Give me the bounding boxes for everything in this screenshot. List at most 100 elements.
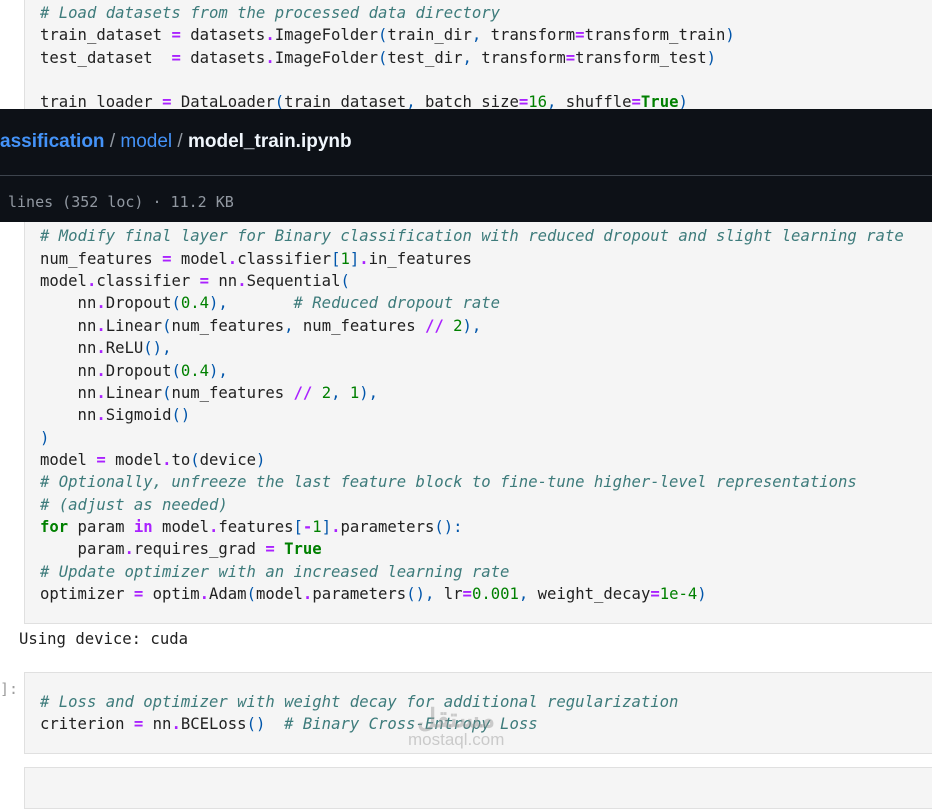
breadcrumb-repo-link[interactable]: assification [0,131,105,152]
code-comment: # Update optimizer with an increased lea… [40,562,510,581]
cell-output: Using device: cuda [19,630,188,648]
code-text: train_loader [40,93,163,112]
code-operator: . [86,272,97,291]
code-text: model [40,272,87,291]
code-text [340,384,349,402]
code-text: nn [40,361,97,380]
code-text: features [218,517,294,536]
code-text: Adam [209,584,247,603]
code-number: 2 [453,316,463,335]
code-text: shuffle [556,93,632,112]
code-text: BCELoss [180,715,247,734]
header-divider [0,175,932,176]
code-text: nn [40,339,97,358]
code-punctuation: ( [274,93,285,112]
code-operator: = [133,584,144,603]
code-punctuation: ), [209,294,228,313]
code-text: nn [40,406,97,425]
code-keyword: for [40,517,69,536]
code-line [40,69,904,91]
code-punctuation: ( [162,383,172,402]
code-line: num_features = model.classifier[1].in_fe… [40,248,904,270]
code-text: lr [434,584,463,603]
code-text: batch_size [415,93,519,112]
code-line: # Update optimizer with an increased lea… [40,561,904,583]
breadcrumb-separator: / [172,131,188,152]
code-text: Sequential [246,272,341,291]
code-operator: = [565,48,576,67]
code-text: classifier [96,272,200,291]
code-punctuation: ), [359,383,379,402]
code-text: Dropout [105,294,172,313]
code-cell-model-setup[interactable]: # Load datasets from the processed data … [24,0,932,624]
code-punctuation: ( [378,48,388,67]
code-text: param [68,517,134,536]
code-operator: = [199,272,210,291]
code-text: ImageFolder [274,26,378,45]
code-punctuation: ( [171,361,181,380]
code-text [265,715,284,733]
code-punctuation: , [547,93,557,112]
code-text: Linear [105,316,163,335]
code-punctuation: , [406,93,416,112]
code-punctuation: ( [246,584,256,603]
file-header: assification / model / model_train.ipynb… [0,109,932,222]
code-punctuation: , [331,383,341,402]
code-text: transform [481,26,576,45]
code-text: model [105,450,163,469]
code-comment: # Binary Cross-Entropy Loss [284,715,538,734]
code-comment: # Modify final layer for Binary classifi… [40,227,904,246]
code-number: 1 [312,517,322,536]
code-text: train_dir [387,26,472,45]
code-line: train_dataset = datasets.ImageFolder(tra… [40,24,904,46]
code-operator: . [237,272,247,291]
code-text: train_dataset [40,26,172,45]
code-comment: # (adjust as needed) [40,495,228,514]
code-text: weight_decay [528,584,651,603]
code-punctuation: (): [434,517,463,536]
code-operator: = [96,450,106,469]
code-punctuation: ( [171,294,181,313]
code-text: model [40,450,97,469]
code-text: optimizer [40,584,134,603]
code-text: transform_train [584,26,726,45]
code-punctuation: ] [321,517,332,536]
code-line: nn.Linear(num_features, num_features // … [40,315,904,337]
code-text: ReLU [105,339,144,358]
code-text: nn [209,272,238,291]
code-operator: . [96,361,106,380]
code-editor[interactable]: # Loss and optimizer with weight decay f… [40,691,678,736]
code-line: train_loader = DataLoader(train_dataset,… [40,91,904,113]
code-punctuation: ) [706,48,716,67]
breadcrumb-folder-link[interactable]: model [120,131,173,152]
code-comment: # Optionally, unfreeze the last feature … [40,473,857,492]
code-operator: . [199,584,210,603]
code-keyword: True [640,93,679,112]
file-meta: lines (352 loc) · 11.2 KB [8,193,234,211]
code-operator: = [162,93,172,112]
code-text: parameters [340,517,435,536]
code-operator: . [96,383,106,402]
code-editor[interactable]: # Load datasets from the processed data … [40,2,904,605]
code-cell-loss[interactable]: # Loss and optimizer with weight decay f… [24,672,932,754]
code-cell-next[interactable] [24,767,932,809]
code-punctuation: , [518,584,529,603]
code-text: model [152,517,210,536]
code-text: model [255,584,303,603]
code-operator: . [162,450,172,469]
code-punctuation: , [284,316,294,335]
code-text: num_features [171,383,294,402]
code-number: 0.4 [180,361,210,380]
code-operator: = [265,540,275,559]
code-text [275,540,284,558]
code-punctuation: ( [340,272,350,291]
code-operator: . [96,339,106,358]
code-text [444,317,453,335]
code-operator: = [575,26,585,45]
code-line: for param in model.features[-1].paramete… [40,516,904,538]
code-text: num_features [293,316,425,335]
code-punctuation: ), [462,316,482,335]
code-punctuation: ] [349,249,360,268]
breadcrumb-separator: / [104,131,121,152]
code-line: param.requires_grad = True [40,538,904,560]
